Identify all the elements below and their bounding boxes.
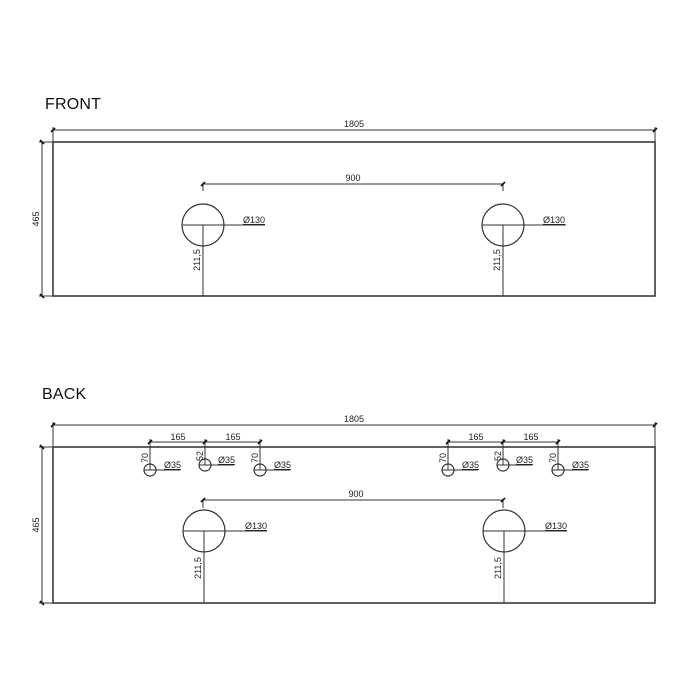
- front-width-dimension: 1805: [50, 119, 658, 142]
- back-width-label: 1805: [344, 414, 364, 424]
- back-left-hole-3-diameter: Ø35: [274, 460, 291, 470]
- back-large-hole-left: Ø130 211,5: [182, 509, 267, 603]
- back-left-hole-2-diameter: Ø35: [218, 455, 235, 465]
- back-left-hole-3-offset: 70: [250, 453, 260, 463]
- back-right-hole-1-offset: 70: [438, 453, 448, 463]
- back-hole-spacing-label: 900: [348, 489, 363, 499]
- front-hole-spacing-dimension: 900: [200, 173, 506, 191]
- front-panel-outline: [52, 141, 656, 297]
- back-right-hole-3-offset: 70: [548, 453, 558, 463]
- front-width-label: 1805: [344, 119, 364, 129]
- back-small-hole-group-left: 165 165 70 Ø35 52 Ø35 70 Ø35: [140, 432, 291, 477]
- back-left-height-label: 211,5: [193, 557, 203, 579]
- back-left-spacing-1-label: 165: [170, 432, 185, 442]
- back-left-hole-1-offset: 70: [140, 453, 150, 463]
- back-height-label: 465: [31, 517, 41, 532]
- back-large-hole-right: Ø130 211,5: [482, 509, 567, 603]
- back-right-height-label: 211,5: [493, 557, 503, 579]
- back-height-dimension: 465: [31, 444, 53, 606]
- front-view: 1805 465 900 Ø130 211,5: [31, 119, 658, 299]
- back-small-hole-group-right: 165 165 70 Ø35 52 Ø35 70 Ø35: [438, 432, 589, 477]
- back-right-hole-2-offset: 52: [493, 451, 503, 461]
- front-large-hole-left: Ø130 211,5: [181, 203, 265, 296]
- back-left-spacing-2-label: 165: [225, 432, 240, 442]
- back-view: 1805 465 165 165 70 Ø35: [31, 414, 658, 606]
- back-right-spacing-2-label: 165: [523, 432, 538, 442]
- back-right-diameter-label: Ø130: [545, 521, 567, 531]
- front-view-title: FRONT: [45, 96, 102, 113]
- back-width-dimension: 1805: [50, 414, 658, 447]
- back-right-hole-3-diameter: Ø35: [572, 460, 589, 470]
- front-hole-spacing-label: 900: [345, 173, 360, 183]
- front-height-dimension: 465: [31, 139, 53, 299]
- back-right-hole-1-diameter: Ø35: [462, 460, 479, 470]
- back-right-spacing-1-label: 165: [468, 432, 483, 442]
- front-height-label: 465: [31, 211, 41, 226]
- back-hole-spacing-dimension: 900: [200, 489, 506, 508]
- back-view-title: BACK: [42, 386, 87, 403]
- front-right-diameter-label: Ø130: [543, 215, 565, 225]
- back-left-diameter-label: Ø130: [245, 521, 267, 531]
- front-left-diameter-label: Ø130: [243, 215, 265, 225]
- back-left-hole-2-offset: 52: [195, 451, 205, 461]
- back-left-hole-1-diameter: Ø35: [164, 460, 181, 470]
- front-large-hole-right: Ø130 211,5: [481, 203, 566, 296]
- back-panel-outline: [52, 446, 656, 604]
- front-right-height-label: 211,5: [492, 249, 502, 271]
- back-right-hole-2-diameter: Ø35: [516, 455, 533, 465]
- front-left-height-label: 211,5: [192, 249, 202, 271]
